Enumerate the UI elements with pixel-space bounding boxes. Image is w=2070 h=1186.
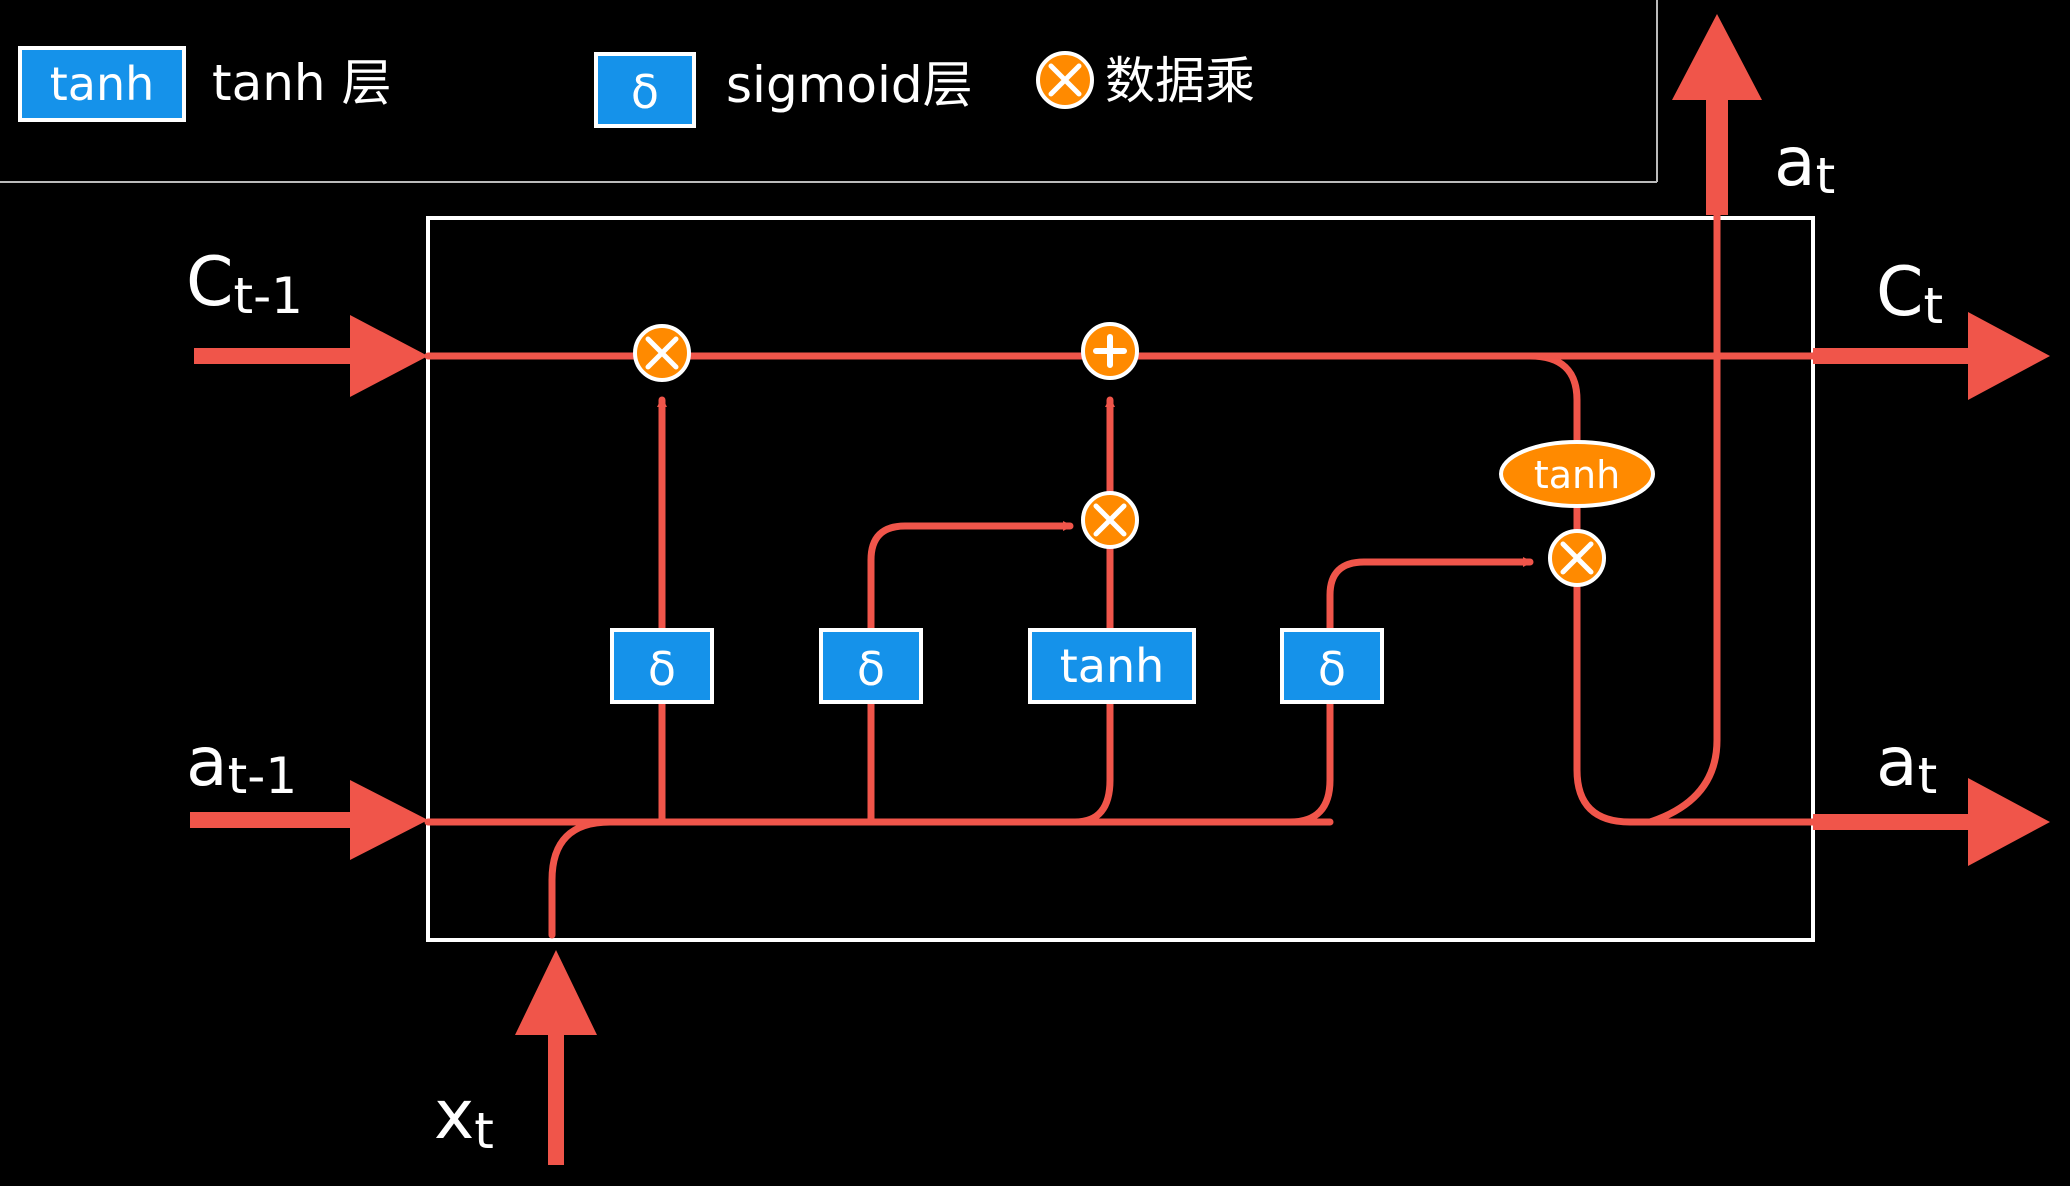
forget-gate-label: δ (648, 642, 676, 696)
legend-tanh-box (18, 46, 186, 122)
arrow-c-t (1813, 312, 2050, 400)
add-op (1081, 322, 1139, 380)
forget-multiply-op (633, 324, 691, 382)
forget-gate (610, 628, 714, 704)
label-c-t: Ct (1876, 253, 1943, 335)
candidate-tanh-label: tanh (1060, 639, 1165, 693)
legend-tanh-box-label: tanh (50, 57, 155, 111)
input-multiply-op (1081, 491, 1139, 549)
output-multiply-op (1548, 529, 1606, 587)
input-gate-label: δ (857, 642, 885, 696)
legend-sigmoid-box (594, 52, 696, 128)
legend-sigmoid-text: sigmoid层 (726, 56, 973, 114)
cell-tanh-label: tanh (1534, 453, 1620, 497)
legend-sigmoid-box-label: δ (631, 65, 659, 119)
label-x-t: xt (434, 1076, 494, 1160)
legend-multiply-text: 数据乘 (1105, 52, 1255, 110)
arrow-x-t (515, 950, 597, 1165)
output-gate (1280, 628, 1384, 704)
legend-panel: tanh tanh 层 δ sigmoid层 数据乘 (0, 0, 1658, 183)
arrow-c-prev (194, 315, 428, 397)
arrow-a-t-top (1672, 14, 1762, 215)
legend-multiply-icon (1036, 51, 1094, 109)
label-c-prev: Ct-1 (186, 243, 303, 325)
input-gate (819, 628, 923, 704)
flow-lines (424, 206, 1817, 939)
external-arrows (190, 14, 2050, 1165)
arrow-a-t-right (1813, 778, 2050, 866)
candidate-tanh-gate (1028, 628, 1196, 704)
output-gate-label: δ (1318, 642, 1346, 696)
label-a-t-top: at (1774, 123, 1835, 205)
arrow-a-prev (190, 780, 428, 860)
label-a-t-right: at (1876, 723, 1937, 805)
label-a-prev: at-1 (186, 723, 297, 805)
legend-tanh-text: tanh 层 (212, 54, 392, 112)
cell-tanh-op (1499, 440, 1655, 508)
cell-frame (426, 216, 1815, 942)
